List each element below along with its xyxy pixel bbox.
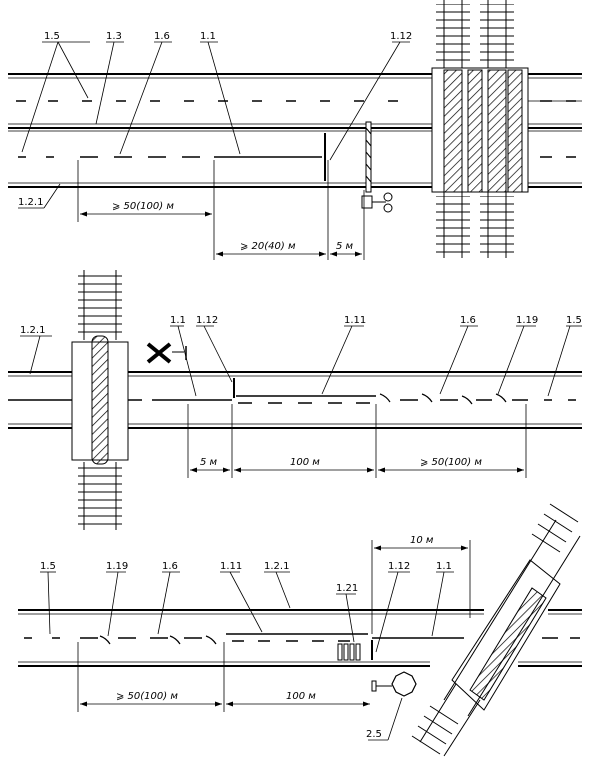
dims-scheme-3 [77, 540, 471, 712]
dim-50-100: ⩾ 50(100) м [112, 201, 174, 212]
arrows-1-19-scheme-2 [379, 393, 507, 405]
dim-5: 5 м [200, 457, 218, 468]
label-1-19: 1.19 [106, 561, 128, 572]
dim-50-100: ⩾ 50(100) м [116, 691, 178, 702]
dim-50-100: ⩾ 50(100) м [420, 457, 482, 468]
dim-20-40: ⩾ 20(40) м [240, 241, 296, 252]
label-1-12: 1.12 [388, 561, 410, 572]
marking-lower-3 [24, 633, 368, 642]
road-1 [8, 73, 582, 188]
railway-crossing-2 [71, 270, 129, 530]
label-1-6: 1.6 [460, 315, 476, 326]
label-1-1: 1.1 [200, 31, 216, 42]
dims-scheme-1 [77, 160, 365, 260]
label-1-5: 1.5 [40, 561, 56, 572]
marking-1-11-scheme-2 [236, 395, 576, 404]
railway-crossing-3 [411, 503, 581, 757]
dim-10: 10 м [410, 535, 434, 546]
crossing-sign-scheme-2 [146, 342, 187, 364]
label-2-5: 2.5 [366, 729, 382, 740]
dim-100: 100 м [290, 457, 320, 468]
dim-100: 100 м [286, 691, 316, 702]
scheme-1: 1.5 1.3 1.6 1.1 1.12 1.2.1 ⩾ 50(100) м ⩾… [8, 0, 582, 260]
label-1-6: 1.6 [162, 561, 178, 572]
dims-scheme-2 [187, 404, 527, 478]
stop-word-1-21 [337, 643, 361, 661]
label-1-1: 1.1 [436, 561, 452, 572]
label-1-1: 1.1 [170, 315, 186, 326]
scheme-2: 1.2.1 1.1 1.12 1.11 1.6 1.19 1.5 5 м 100… [8, 270, 582, 530]
arrows-1-19-scheme-3 [99, 635, 217, 645]
label-1-2-1: 1.2.1 [20, 325, 45, 336]
barrier [361, 121, 393, 213]
label-1-19: 1.19 [516, 315, 538, 326]
label-1-2-1: 1.2.1 [18, 197, 43, 208]
labels-scheme-3 [40, 571, 454, 741]
label-1-12: 1.12 [390, 31, 412, 42]
label-1-5: 1.5 [44, 31, 60, 42]
labels-scheme-2 [20, 325, 582, 397]
label-1-2-1: 1.2.1 [264, 561, 289, 572]
label-1-11: 1.11 [220, 561, 242, 572]
labels-scheme-1 [18, 41, 410, 209]
dim-5: 5 м [336, 241, 354, 252]
railway-crossing-1 [431, 0, 529, 258]
label-1-12: 1.12 [196, 315, 218, 326]
label-1-21: 1.21 [336, 583, 358, 594]
label-1-11: 1.11 [344, 315, 366, 326]
stop-sign-2-5 [371, 671, 417, 697]
scheme-3: 1.5 1.19 1.6 1.11 1.2.1 1.21 1.12 1.1 2.… [18, 503, 582, 757]
label-1-3: 1.3 [106, 31, 122, 42]
label-1-5: 1.5 [566, 315, 582, 326]
label-1-6: 1.6 [154, 31, 170, 42]
